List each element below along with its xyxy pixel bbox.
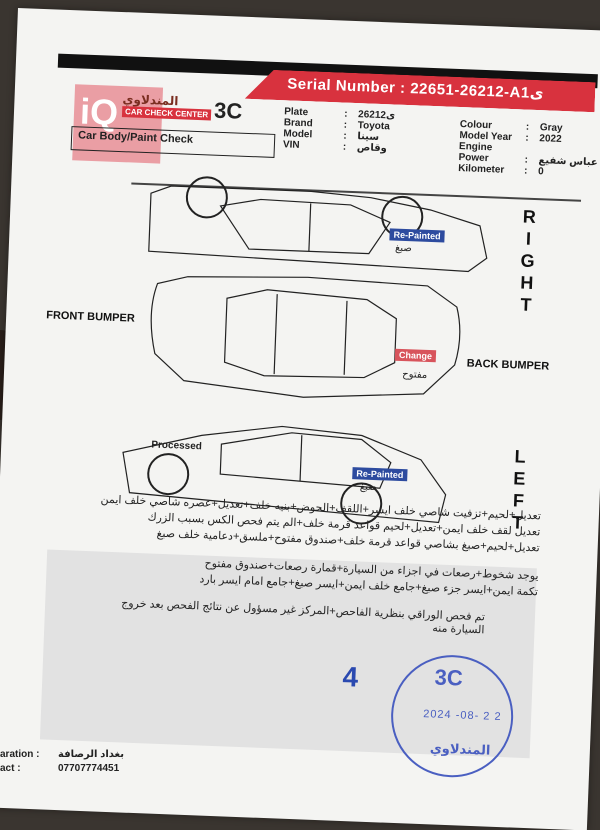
stamp-arabic: المندلاوي [429,740,491,758]
car-left-view [122,425,447,525]
car-right-view [148,176,488,273]
handwritten-number: 4 [341,660,359,693]
footer-contact: aration : act : بغداد الرصافة 0770777445… [0,749,124,774]
car-top-view [150,276,461,398]
note-opened: مفتوح [402,369,428,381]
tag-change: Change [394,348,437,363]
stamp-brand: 3C [434,664,464,691]
note-left: صبغ [359,481,377,494]
label-processed: Processed [151,439,203,453]
note-right: صبغ [394,242,413,255]
inspection-sheet: Serial Number : 22651-26212-A1ی iQ المند… [0,8,600,830]
tag-repainted-left: Re-Painted [352,467,408,482]
tag-repainted-right: Re-Painted [389,228,445,243]
car-diagram [122,176,488,525]
